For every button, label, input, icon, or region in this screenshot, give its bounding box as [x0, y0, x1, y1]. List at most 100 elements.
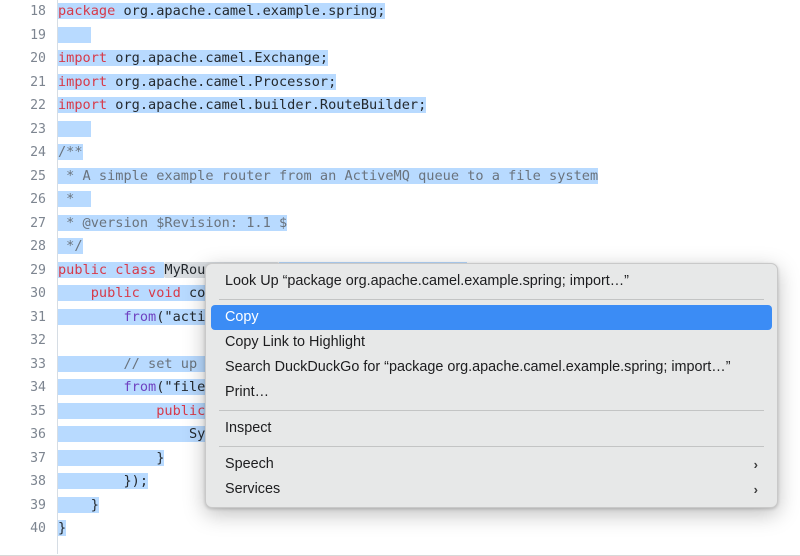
line-content[interactable]: * — [58, 188, 91, 212]
line-number: 25 — [30, 168, 46, 184]
code-token: public class — [58, 261, 165, 278]
menu-item-print[interactable]: Print… — [211, 380, 772, 405]
line-number: 26 — [30, 192, 46, 207]
line-content[interactable]: import org.apache.camel.builder.RouteBui… — [58, 94, 427, 118]
code-token: org.apache.camel.Processor; — [107, 73, 337, 90]
code-line[interactable]: 28 */ — [0, 235, 800, 259]
code-token: org.apache.camel.builder.RouteBuilder; — [107, 97, 427, 113]
line-number: 20 — [30, 51, 46, 66]
line-number: 28 — [30, 239, 46, 254]
text-selection-context-menu[interactable]: Look Up “package org.apache.camel.exampl… — [205, 263, 778, 508]
code-token — [58, 402, 157, 419]
code-token: * A simple example router from an Active… — [58, 167, 599, 184]
line-content[interactable]: } — [58, 447, 165, 471]
menu-item-look-up[interactable]: Look Up “package org.apache.camel.exampl… — [211, 269, 772, 294]
line-content[interactable]: package org.apache.camel.example.spring; — [58, 0, 386, 24]
line-number: 29 — [30, 262, 46, 278]
code-token — [58, 355, 124, 372]
code-token: * — [58, 191, 91, 207]
code-token: /** — [58, 144, 83, 160]
code-token: */ — [58, 238, 83, 254]
code-line[interactable]: 23 — [0, 118, 800, 142]
code-line[interactable]: 21 import org.apache.camel.Processor; — [0, 71, 800, 95]
line-content[interactable]: /** — [58, 141, 83, 165]
code-token: public void — [90, 285, 189, 301]
menu-item-speech[interactable]: Speech › — [211, 452, 772, 477]
code-line[interactable]: 32 — [0, 329, 800, 353]
code-line[interactable]: 27 * @version $Revision: 1.1 $ — [0, 212, 800, 236]
code-token — [58, 120, 91, 137]
line-content[interactable] — [58, 24, 91, 48]
line-number: 19 — [30, 27, 46, 43]
menu-item-label: Speech — [225, 456, 274, 472]
line-content[interactable]: import org.apache.camel.Processor; — [58, 71, 337, 95]
menu-item-label: Search DuckDuckGo for “package org.apach… — [225, 359, 731, 375]
code-token — [58, 285, 91, 301]
code-line[interactable]: 22 import org.apache.camel.builder.RouteB… — [0, 94, 800, 118]
code-token: import — [58, 50, 108, 66]
line-content[interactable]: import org.apache.camel.Exchange; — [58, 47, 329, 71]
code-line[interactable]: 25 * A simple example router from an Act… — [0, 165, 800, 189]
line-number: 27 — [30, 215, 46, 231]
code-token: package — [58, 3, 116, 19]
line-number: 31 — [30, 309, 46, 325]
line-number: 37 — [30, 450, 46, 466]
line-content[interactable]: */ — [58, 235, 83, 259]
line-number: 32 — [30, 333, 46, 348]
code-token: from — [123, 308, 157, 325]
code-line[interactable]: 26 * — [0, 188, 800, 212]
code-token: } — [58, 449, 165, 466]
line-content[interactable]: * @version $Revision: 1.1 $ — [58, 212, 288, 236]
code-line[interactable]: 19 — [0, 24, 800, 48]
chevron-right-icon: › — [753, 457, 758, 472]
line-content[interactable]: * A simple example router from an Active… — [58, 165, 599, 189]
line-content[interactable]: } — [58, 494, 99, 518]
line-number: 21 — [30, 74, 46, 90]
code-token: org.apache.camel.Exchange; — [107, 50, 329, 66]
gutter-divider — [57, 0, 58, 554]
line-number: 34 — [30, 380, 46, 395]
menu-separator-3 — [219, 446, 764, 447]
line-content[interactable] — [58, 118, 91, 142]
code-token: from — [123, 379, 157, 395]
line-number: 33 — [30, 356, 46, 372]
code-line[interactable]: 40} — [0, 517, 800, 541]
chevron-right-icon: › — [753, 482, 758, 497]
code-token: import — [58, 97, 108, 113]
menu-separator-1 — [219, 299, 764, 300]
menu-item-inspect[interactable]: Inspect — [211, 416, 772, 441]
code-line[interactable]: 20 import org.apache.camel.Exchange; — [0, 47, 800, 71]
menu-item-label: Look Up “package org.apache.camel.exampl… — [225, 273, 629, 289]
menu-item-copy[interactable]: Copy — [211, 305, 772, 330]
line-number: 36 — [30, 427, 46, 442]
menu-item-services[interactable]: Services › — [211, 477, 772, 502]
code-token: }); — [58, 473, 149, 489]
code-token — [58, 332, 74, 348]
code-line[interactable]: 39 } — [0, 494, 800, 518]
code-line[interactable]: 24 /** — [0, 141, 800, 165]
line-number: 40 — [30, 521, 46, 536]
line-number: 30 — [30, 286, 46, 301]
line-content[interactable]: }); — [58, 470, 149, 494]
code-line[interactable]: 37 } — [0, 447, 800, 471]
menu-item-copy-link-to-highlight[interactable]: Copy Link to Highlight — [211, 330, 772, 355]
menu-separator-2 — [219, 410, 764, 411]
line-number: 18 — [30, 4, 46, 19]
menu-item-label: Copy Link to Highlight — [225, 334, 365, 350]
line-number: 22 — [30, 98, 46, 113]
code-line[interactable]: 18 package org.apache.camel.example.sprin… — [0, 0, 800, 24]
code-token — [58, 426, 189, 442]
code-token: * @version $Revision: 1.1 $ — [58, 214, 288, 231]
menu-item-label: Services — [225, 481, 281, 497]
code-line[interactable]: 38 }); — [0, 470, 800, 494]
code-token — [58, 308, 124, 325]
menu-item-label: Copy — [225, 309, 259, 325]
line-content[interactable]: } — [58, 517, 67, 541]
menu-item-search-duckduckgo[interactable]: Search DuckDuckGo for “package org.apach… — [211, 355, 772, 380]
line-number: 38 — [30, 474, 46, 489]
line-number: 39 — [30, 497, 46, 513]
code-token: org.apache.camel.example.spring; — [115, 3, 386, 19]
line-number: 24 — [30, 145, 46, 160]
line-content[interactable] — [58, 329, 74, 353]
